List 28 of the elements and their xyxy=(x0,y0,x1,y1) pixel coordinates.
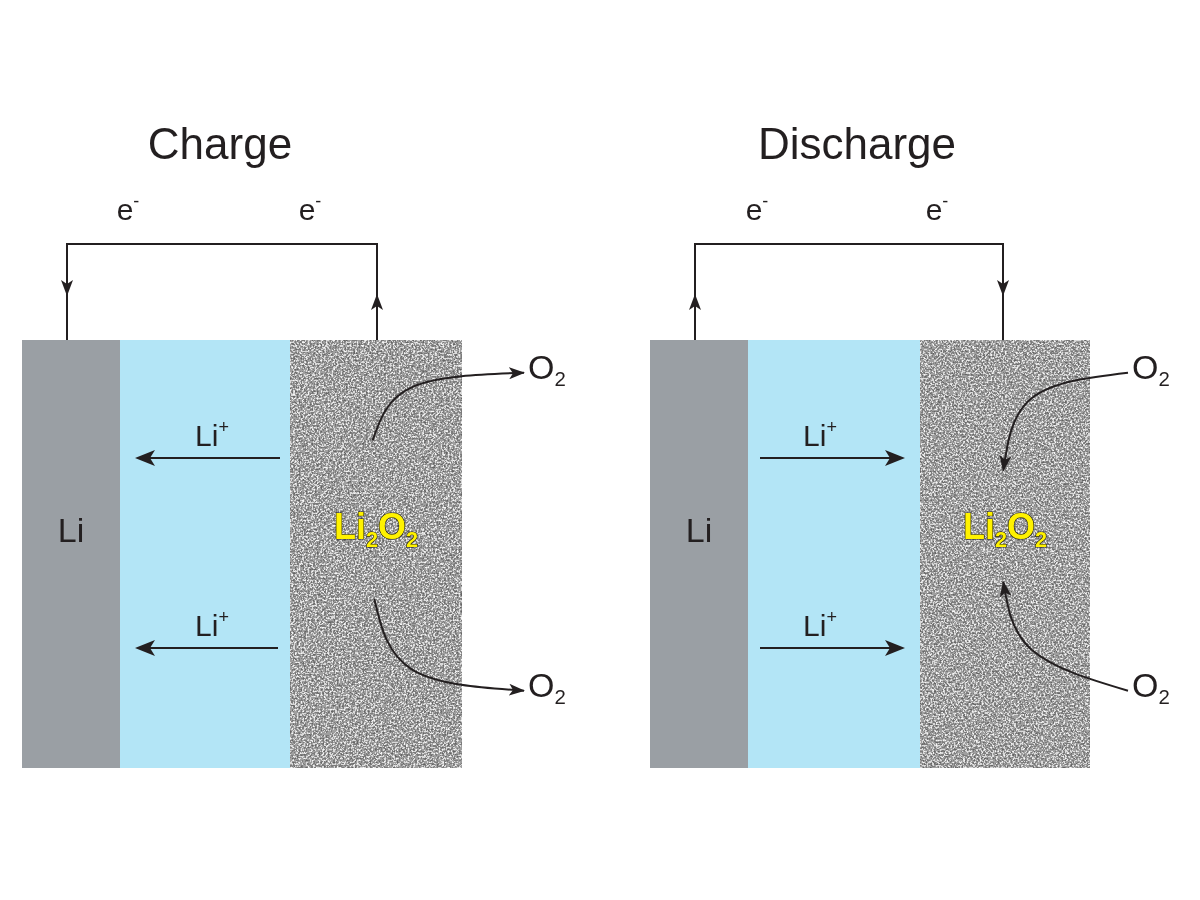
electrode-slab xyxy=(650,340,748,768)
ion-label: Li$^{+}$ xyxy=(803,418,837,451)
circuit-wire xyxy=(689,243,1009,341)
panel-title: Charge xyxy=(147,122,293,166)
panel-title: Discharge xyxy=(757,122,957,166)
electron-label: e$^{-}$ xyxy=(298,192,322,225)
gas-flow-arrow xyxy=(999,371,1129,472)
gas-label: O$_{2}$ xyxy=(528,668,566,714)
circuit-wire xyxy=(61,243,383,341)
electron-label: e$^{-}$ xyxy=(925,192,949,225)
product-label: Li$_{2}$O$_{2}$ xyxy=(333,509,418,551)
electrode-label: Li xyxy=(685,513,713,547)
ion-label: Li$^{+}$ xyxy=(803,608,837,641)
gas-label: O$_{2}$ xyxy=(1132,668,1170,714)
electrolyte-layer xyxy=(120,340,290,768)
gas-label: O$_{2}$ xyxy=(1132,350,1170,396)
electrode-slab xyxy=(22,340,120,768)
gas-label: O$_{2}$ xyxy=(528,350,566,396)
electrode-label: Li xyxy=(57,513,85,547)
product-label: Li$_{2}$O$_{2}$ xyxy=(962,509,1047,551)
electrolyte-layer xyxy=(748,340,920,768)
electron-label: e$^{-}$ xyxy=(116,192,140,225)
ion-label: Li$^{+}$ xyxy=(195,418,229,451)
gas-flow-arrow xyxy=(373,597,525,696)
ion-label: Li$^{+}$ xyxy=(195,608,229,641)
gas-flow-arrow xyxy=(371,367,525,442)
electron-label: e$^{-}$ xyxy=(745,192,769,225)
gas-flow-arrow xyxy=(999,580,1129,692)
